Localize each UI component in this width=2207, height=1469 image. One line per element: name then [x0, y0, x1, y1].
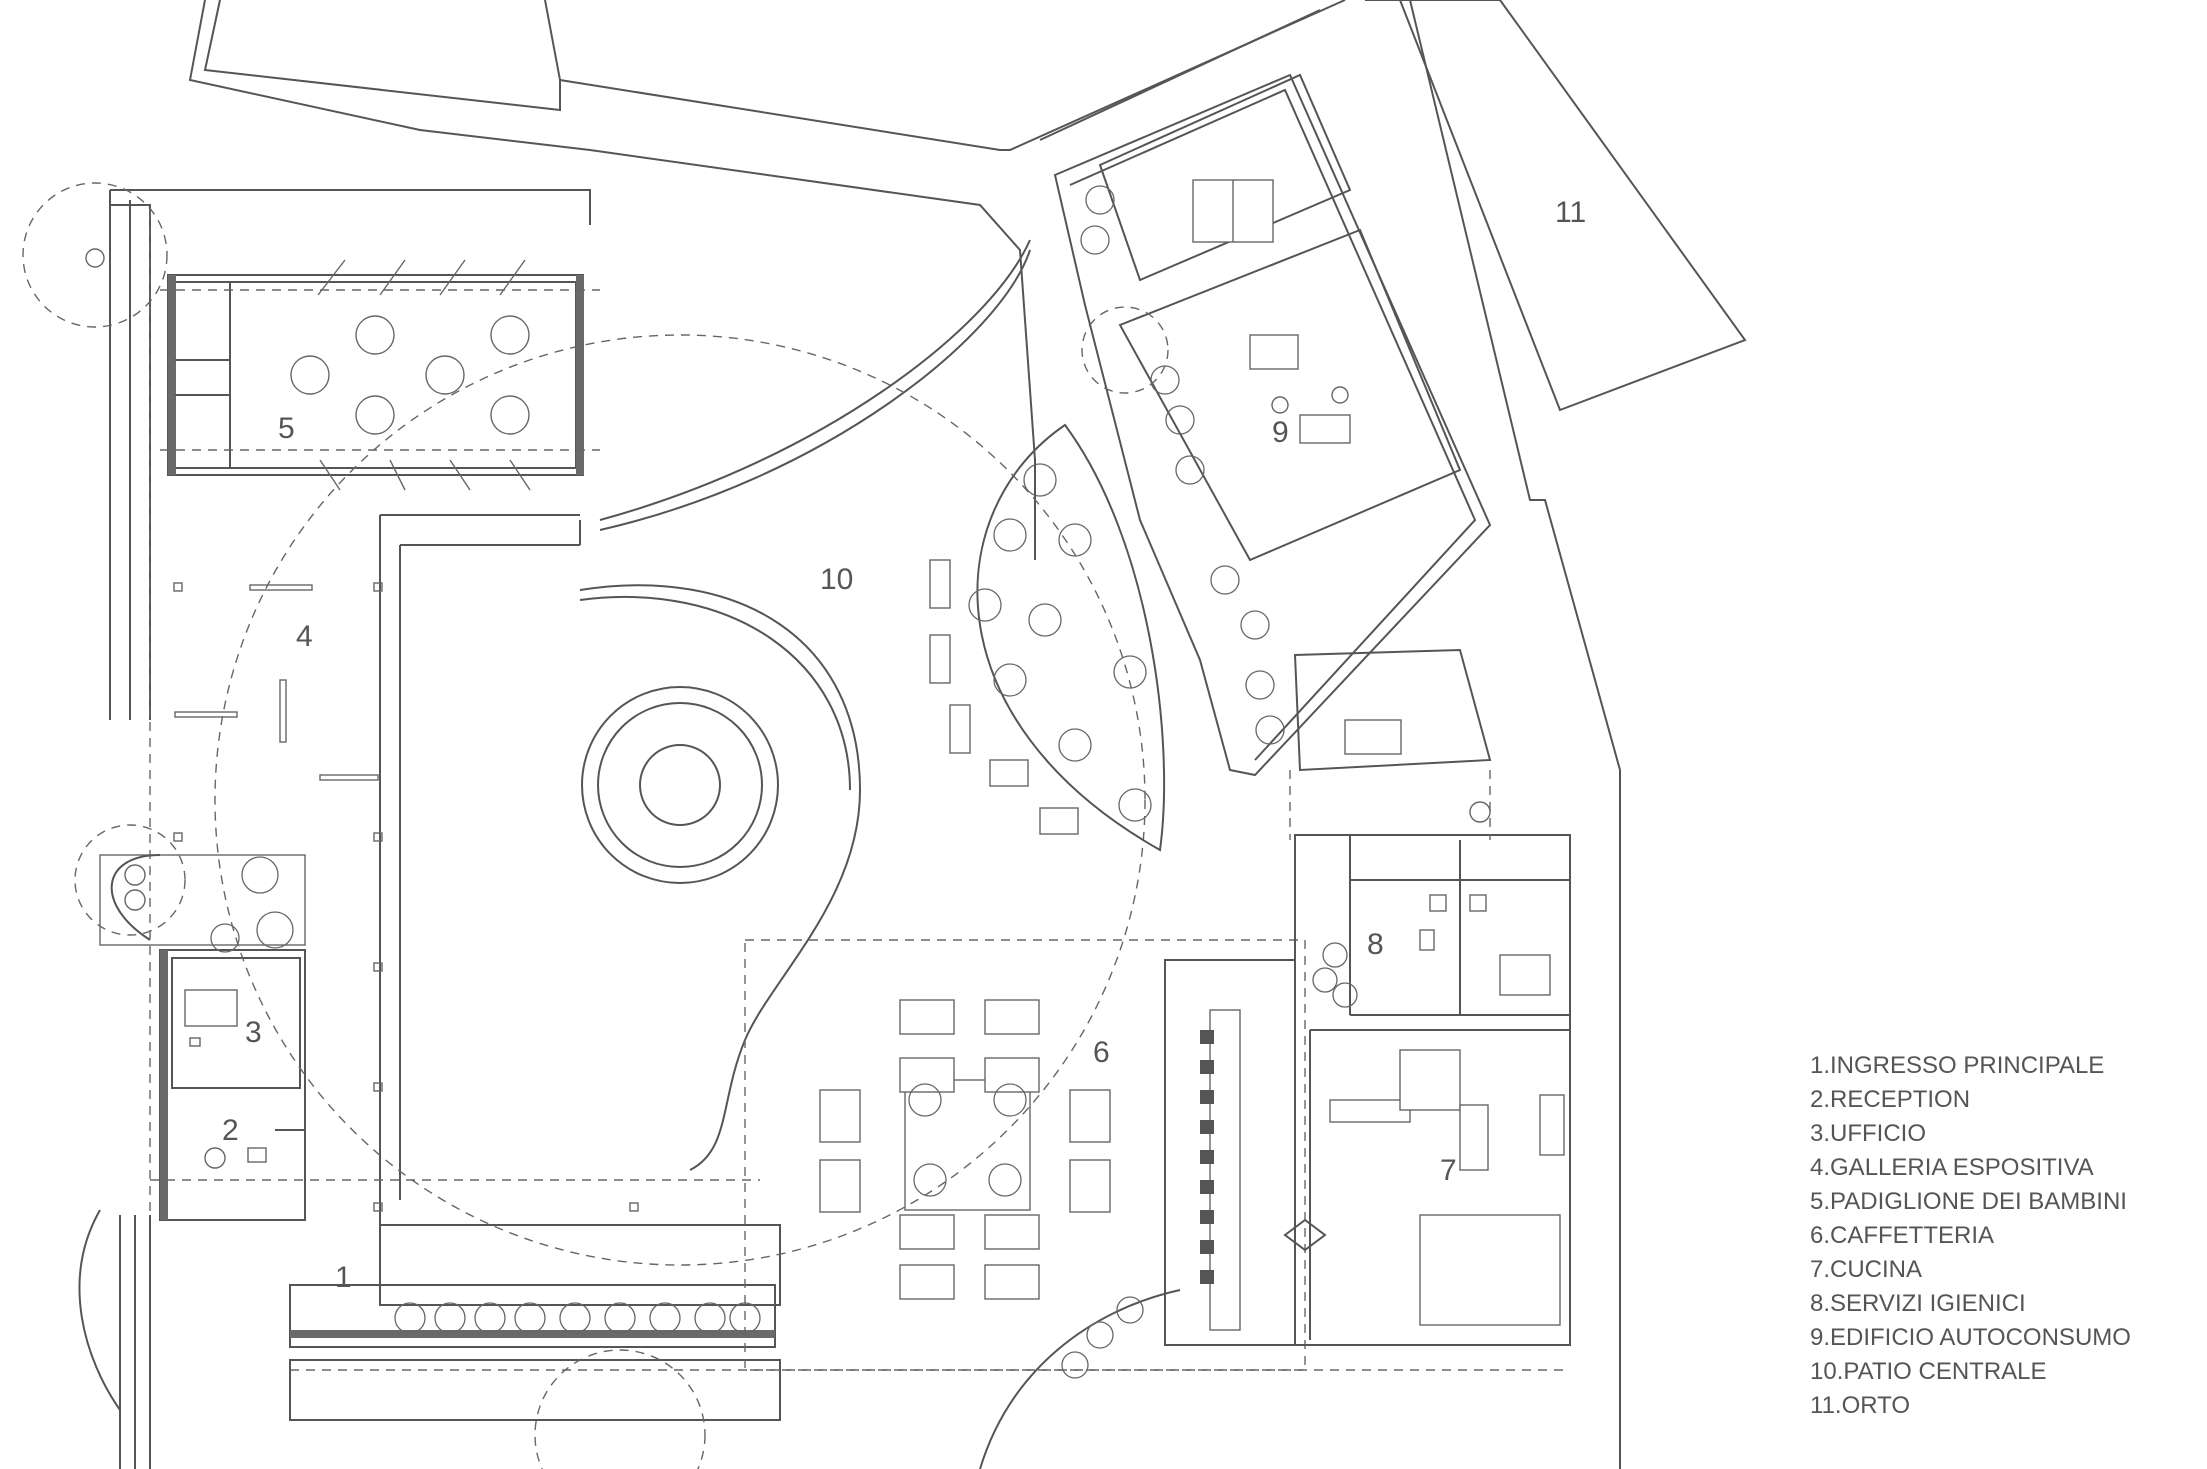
orto-plot	[1398, 0, 1747, 412]
planted-arc	[976, 423, 1166, 852]
legend-item-8: 8.SERVIZI IGIENICI	[1810, 1290, 2026, 1317]
legend-item-10: 10.PATIO CENTRALE	[1810, 1358, 2047, 1385]
legend-item-7: 7.CUCINA	[1810, 1256, 1922, 1283]
area-numbers: 1 2 3 4 5 6 7 8 9 10 11	[222, 196, 1586, 1294]
legend-item-3: 3.UFFICIO	[1810, 1120, 1926, 1147]
legend-item-2: 2.RECEPTION	[1810, 1086, 1970, 1113]
area-number-2: 2	[222, 1114, 239, 1147]
building-2-3	[99, 854, 306, 1221]
area-number-10: 10	[820, 563, 853, 596]
area-number-7: 7	[1440, 1154, 1457, 1187]
legend-item-1: 1.INGRESSO PRINCIPALE	[1810, 1052, 2104, 1079]
building-1-ingresso	[78, 1209, 1570, 1469]
area-number-11: 11	[1555, 196, 1586, 229]
legend-item-9: 9.EDIFICIO AUTOCONSUMO	[1810, 1324, 2131, 1351]
legend-item-6: 6.CAFFETTERIA	[1810, 1222, 1994, 1249]
table-cluster	[290, 315, 530, 435]
area-number-6: 6	[1093, 1036, 1110, 1069]
building-5-padiglione	[160, 259, 600, 491]
legend-item-11: 11.ORTO	[1810, 1392, 1910, 1419]
building-7-8	[1283, 834, 1571, 1346]
site-markers	[22, 182, 706, 1469]
area-number-1: 1	[335, 1261, 352, 1294]
legend-item-5: 5.PADIGLIONE DEI BAMBINI	[1810, 1188, 2127, 1215]
patio-central	[214, 334, 1166, 1266]
legend-item-4: 4.GALLERIA ESPOSITIVA	[1810, 1154, 2094, 1181]
site-boundaries	[188, 0, 1747, 1469]
area-number-5: 5	[278, 412, 295, 445]
area-number-9: 9	[1272, 416, 1289, 449]
area-number-3: 3	[245, 1016, 262, 1049]
area-number-8: 8	[1367, 928, 1384, 961]
legend: 1.INGRESSO PRINCIPALE 2.RECEPTION 3.UFFI…	[1810, 1052, 2131, 1419]
entrance-planter	[394, 1302, 761, 1334]
building-4-galleria	[109, 189, 760, 1230]
area-number-4: 4	[296, 620, 313, 653]
building-9-autoconsumo	[1053, 73, 1492, 840]
building-6-caffetteria	[744, 939, 1306, 1469]
